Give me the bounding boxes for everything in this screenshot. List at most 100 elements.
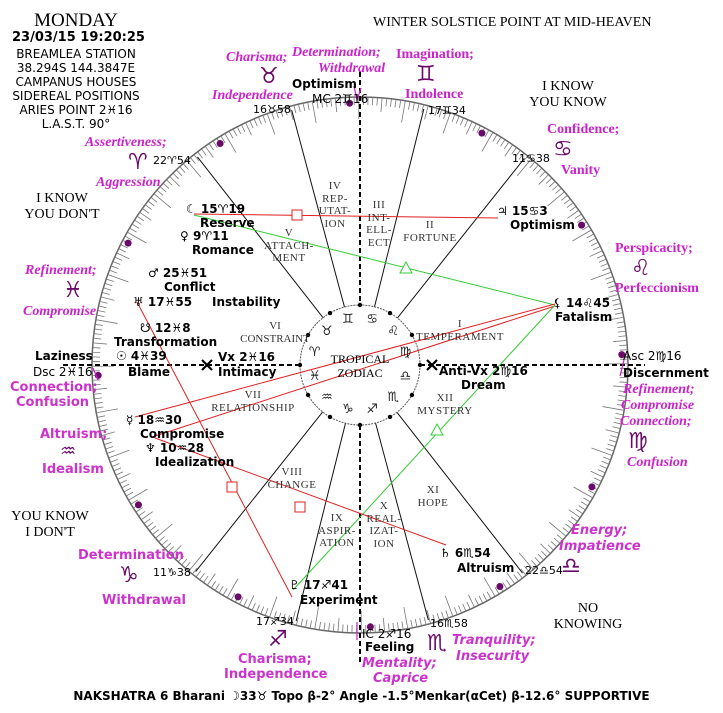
degree-tick bbox=[98, 419, 107, 423]
degree-tick bbox=[522, 155, 528, 163]
pluto-position: ♇ 17♐41 bbox=[289, 578, 349, 592]
degree-tick bbox=[612, 426, 621, 429]
degree-tick bbox=[96, 314, 105, 317]
degree-tick bbox=[430, 106, 434, 115]
trine-aspect-icon bbox=[430, 422, 444, 436]
degree-tick bbox=[618, 335, 627, 338]
degree-tick bbox=[210, 581, 216, 589]
degree-tick bbox=[547, 544, 554, 551]
inner-zodiac-glyph-icon: ♑ bbox=[342, 402, 354, 418]
degree-tick bbox=[323, 622, 326, 631]
sign-boundary-dot bbox=[478, 129, 486, 137]
lilith-position: ⚸ 14♌45 bbox=[553, 296, 611, 310]
jupiter-position: ♃ 15♋3 bbox=[497, 204, 548, 218]
cusp-capricorn: 11♑38 bbox=[153, 566, 191, 579]
house-name: TEMPERAMENT bbox=[416, 330, 504, 343]
inner-zodiac-glyph-icon: ♉ bbox=[320, 323, 333, 339]
weekday: MONDAY bbox=[34, 10, 118, 31]
libra-glyph-icon: ♎ bbox=[561, 554, 581, 579]
degree-tick bbox=[96, 408, 119, 414]
degree-tick bbox=[93, 392, 102, 395]
taurus-keyword-2: Independence bbox=[212, 88, 293, 103]
degree-tick bbox=[538, 174, 549, 185]
cancer-keyword-2: Vanity bbox=[561, 163, 601, 178]
aquarius-keyword-2: Idealism bbox=[42, 462, 104, 477]
inner-zodiac-dot bbox=[387, 310, 393, 316]
vertex-x-icon bbox=[201, 359, 213, 371]
degree-tick bbox=[556, 534, 564, 541]
degree-tick bbox=[421, 104, 424, 113]
degree-tick bbox=[550, 541, 558, 548]
degree-tick bbox=[424, 105, 429, 120]
degree-tick bbox=[197, 151, 203, 159]
degree-tick bbox=[97, 310, 106, 313]
degree-tick bbox=[565, 523, 573, 530]
degree-tick bbox=[275, 110, 279, 119]
degree-tick bbox=[511, 147, 517, 155]
degree-tick bbox=[569, 206, 577, 212]
degree-tick bbox=[93, 387, 108, 391]
uranus-position: ♅ 17♓55 bbox=[133, 295, 193, 309]
degree-tick bbox=[282, 613, 286, 622]
degree-tick bbox=[119, 479, 128, 484]
degree-tick bbox=[515, 149, 521, 157]
degree-tick bbox=[496, 136, 502, 145]
vertex-x-icon bbox=[426, 359, 438, 371]
degree-tick bbox=[230, 592, 236, 601]
degree-tick bbox=[401, 100, 406, 123]
degree-tick bbox=[458, 605, 462, 614]
degree-tick bbox=[619, 344, 628, 347]
degree-tick bbox=[115, 471, 124, 476]
degree-tick bbox=[582, 225, 590, 231]
degree-tick bbox=[249, 120, 254, 129]
degree-tick bbox=[392, 622, 395, 631]
degree-tick bbox=[152, 529, 159, 535]
degree-tick bbox=[609, 289, 618, 293]
libra-keyword-2: Impatience bbox=[559, 539, 641, 554]
degree-tick bbox=[199, 573, 205, 581]
degree-tick bbox=[314, 607, 319, 630]
house-number: VIII bbox=[281, 466, 303, 478]
degree-tick bbox=[403, 606, 409, 629]
degree-tick bbox=[193, 154, 200, 162]
degree-tick bbox=[126, 491, 134, 497]
degree-tick bbox=[102, 437, 111, 441]
degree-tick bbox=[614, 417, 623, 420]
degree-tick bbox=[136, 215, 144, 221]
degree-tick bbox=[156, 189, 164, 196]
degree-tick bbox=[337, 618, 340, 633]
degree-tick bbox=[605, 276, 614, 280]
inner-zodiac-dot bbox=[305, 392, 311, 398]
degree-tick bbox=[612, 339, 627, 343]
degree-tick bbox=[245, 122, 252, 136]
quadrant-bottom-right-2: KNOWING bbox=[553, 617, 623, 632]
inner-zodiac-dot bbox=[357, 422, 363, 428]
southnode-meaning: Transformation bbox=[114, 335, 218, 349]
house-cusp-line bbox=[295, 423, 346, 622]
degree-tick bbox=[236, 126, 242, 135]
degree-tick bbox=[222, 588, 228, 596]
degree-tick bbox=[105, 446, 114, 450]
taurus-glyph-icon: ♉ bbox=[259, 64, 279, 89]
degree-tick bbox=[532, 164, 539, 172]
inner-zodiac-glyph-icon: ♋ bbox=[366, 311, 378, 327]
degree-tick bbox=[321, 99, 323, 108]
degree-tick bbox=[602, 406, 625, 411]
degree-tick bbox=[534, 557, 541, 564]
asc-position: Asc 2♍16 bbox=[623, 349, 682, 363]
degree-tick bbox=[608, 439, 617, 443]
scorpio-keyword-2: Insecurity bbox=[456, 649, 530, 664]
degree-tick bbox=[195, 570, 202, 578]
dsc-keyword-2: Confusion bbox=[16, 395, 90, 410]
degree-tick bbox=[104, 283, 113, 287]
square-aspect-line bbox=[193, 213, 499, 219]
moon-meaning: Reserve bbox=[200, 216, 255, 230]
degree-tick bbox=[107, 274, 129, 283]
degree-tick bbox=[436, 613, 440, 622]
house-number: V bbox=[284, 227, 294, 239]
degree-tick bbox=[518, 152, 525, 160]
inner-zodiac-dot bbox=[387, 414, 393, 420]
aries-keyword-1: Assertiveness; bbox=[85, 135, 167, 150]
